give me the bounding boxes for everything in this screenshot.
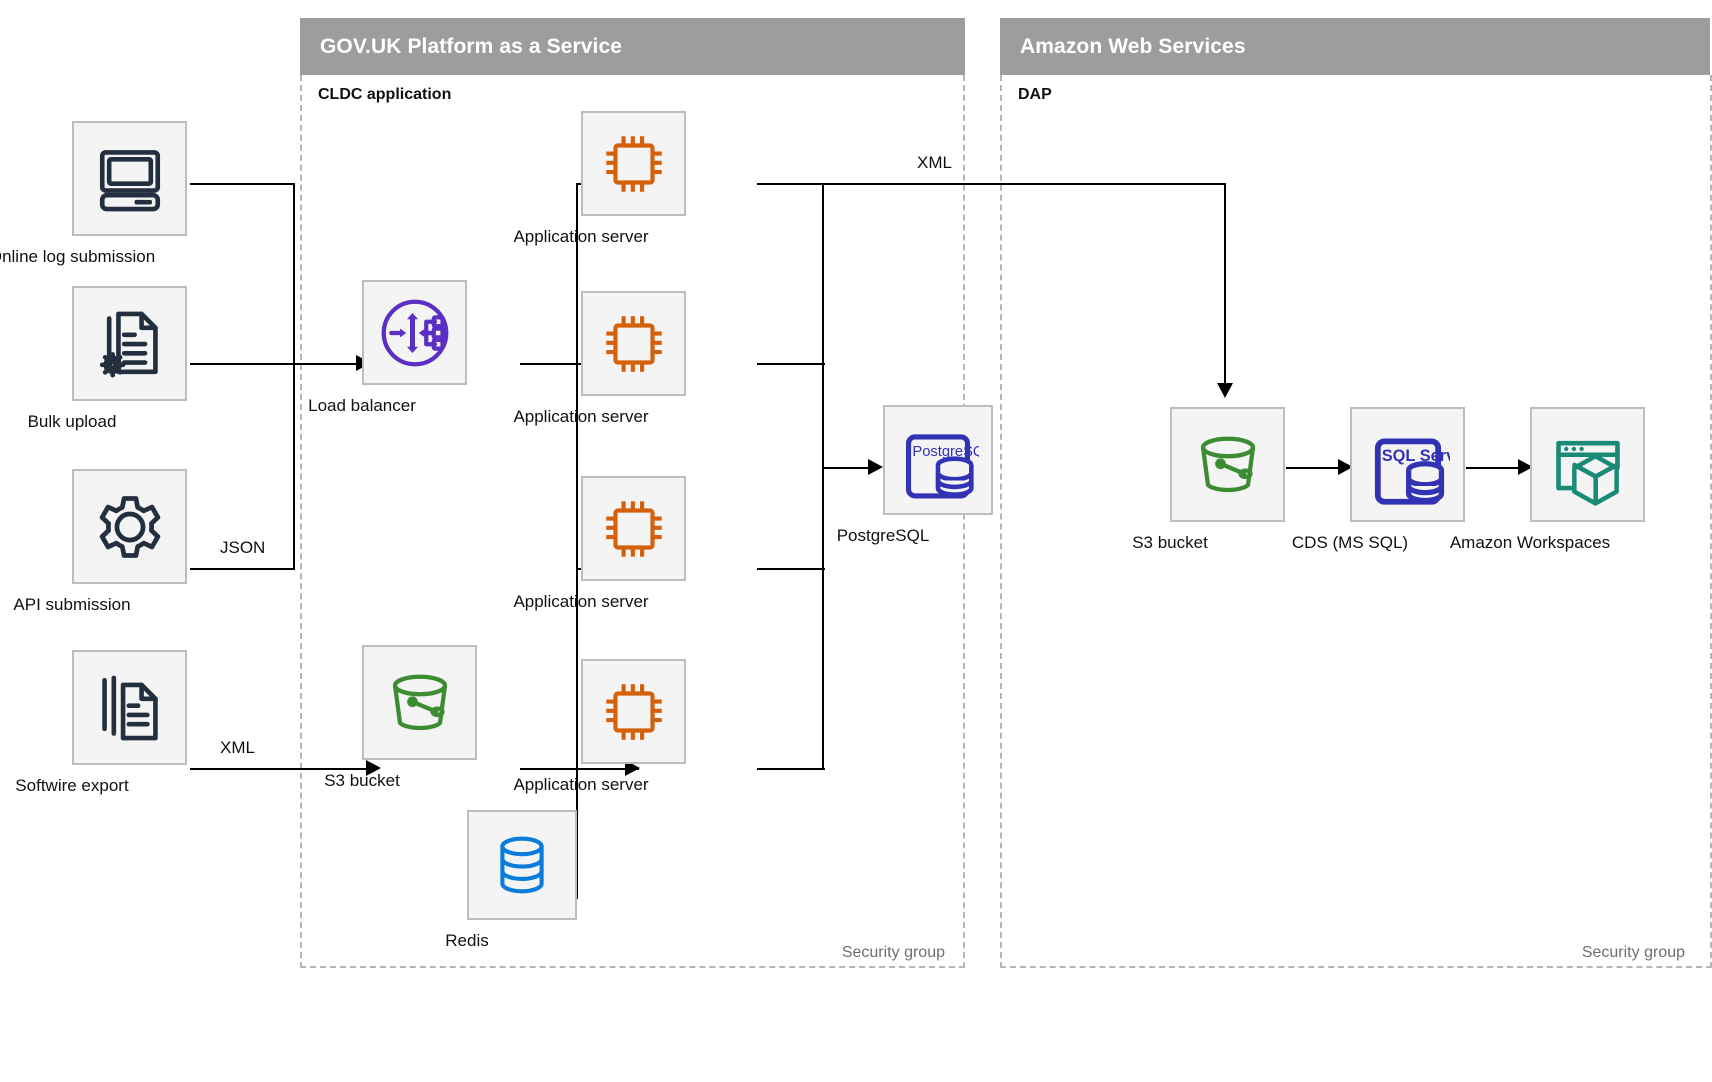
cpu-chip-icon <box>597 492 671 566</box>
group-body-aws <box>1000 75 1712 968</box>
group-body-paas <box>300 75 965 968</box>
group-sublabel-cldc: CLDC application <box>318 86 452 103</box>
arrow-into-paas-s3 <box>366 760 381 776</box>
node-label: Application server <box>513 775 649 794</box>
node-label: Online log submission <box>0 247 156 266</box>
edge-xml-to-aws-v <box>1224 183 1226 386</box>
node-label: Application server <box>513 592 649 611</box>
edge-lb-out <box>520 363 580 365</box>
group-header-aws: Amazon Web Services <box>1000 18 1710 75</box>
group-title-paas: GOV.UK Platform as a Service <box>320 34 622 58</box>
edge-app2-out <box>757 363 825 365</box>
node-tile: SQL Server <box>1350 407 1465 522</box>
desktop-computer-icon <box>93 142 167 216</box>
edge-xml-to-aws-h <box>757 183 1226 185</box>
cpu-chip-icon <box>597 307 671 381</box>
node-label: Load balancer <box>308 396 416 415</box>
edge-online-to-bus-v <box>293 183 295 363</box>
s3-bucket-icon <box>1188 425 1268 505</box>
node-tile <box>362 645 477 760</box>
node-label: S3 bucket <box>1132 533 1208 552</box>
node-label: PostgreSQL <box>836 526 930 545</box>
group-header-paas: GOV.UK Platform as a Service <box>300 18 965 75</box>
gear-icon <box>92 489 168 565</box>
security-group-label-paas: Security group <box>841 944 945 961</box>
edge-lb-bus-v <box>576 183 578 768</box>
node-tile <box>581 291 686 396</box>
edge-api-to-bus-v <box>293 363 295 570</box>
arrow-into-aws-s3 <box>1217 383 1233 398</box>
edge-paas-s3-to-app4 <box>520 768 580 770</box>
edge-app-collector-bus <box>822 183 824 768</box>
edge-softwire-to-s3 <box>190 768 370 770</box>
stacked-documents-icon <box>93 671 167 745</box>
svg-text:SQL Server: SQL Server <box>1381 447 1449 465</box>
node-tile <box>1170 407 1285 522</box>
edge-cds-to-workspaces <box>1466 467 1529 469</box>
edge-redis-to-bus <box>576 768 578 899</box>
edge-app3-out <box>757 568 825 570</box>
redis-database-icon <box>489 832 555 898</box>
load-balancer-icon <box>375 293 455 373</box>
arrow-into-cds <box>1338 459 1353 475</box>
security-group-label-aws: Security group <box>1581 944 1685 961</box>
node-tile <box>72 469 187 584</box>
node-tile <box>72 650 187 765</box>
postgresql-icon: PostgreSQL <box>897 419 979 501</box>
edge-label-json: JSON <box>215 538 271 558</box>
cpu-chip-icon <box>597 127 671 201</box>
arrow-into-app-server-4 <box>625 760 640 776</box>
sql-server-icon: SQL Server <box>1366 423 1450 507</box>
edge-online-to-bus-h <box>190 183 295 185</box>
node-tile <box>467 810 577 920</box>
edge-bulk-to-lb <box>190 363 356 365</box>
arrow-into-workspaces <box>1518 459 1533 475</box>
edge-bus-to-app4 <box>576 768 639 770</box>
node-tile <box>581 111 686 216</box>
node-tile <box>581 476 686 581</box>
node-tile <box>72 286 187 401</box>
node-label: Amazon Workspaces <box>1449 533 1611 552</box>
node-label: API submission <box>13 595 131 614</box>
amazon-workspaces-icon <box>1547 424 1629 506</box>
node-label: Bulk upload <box>27 412 117 431</box>
node-tile <box>1530 407 1645 522</box>
svg-text:PostgreSQL: PostgreSQL <box>912 444 979 460</box>
edge-label-xml-appserver: XML <box>912 153 957 173</box>
group-sublabel-dap: DAP <box>1018 86 1052 103</box>
arrow-into-postgresql <box>868 459 883 475</box>
node-label: Application server <box>513 227 649 246</box>
node-label: CDS (MS SQL) <box>1291 533 1409 552</box>
node-tile: PostgreSQL <box>883 405 993 515</box>
node-label: Redis <box>445 931 489 950</box>
edge-collector-to-postgres <box>822 467 880 469</box>
edge-api-to-bus-h <box>190 568 295 570</box>
node-label: S3 bucket <box>324 771 400 790</box>
node-tile <box>72 121 187 236</box>
node-label: Application server <box>513 407 649 426</box>
document-gear-icon <box>93 307 167 381</box>
edge-label-xml-softwire: XML <box>215 738 260 758</box>
group-title-aws: Amazon Web Services <box>1020 34 1246 58</box>
node-tile <box>362 280 467 385</box>
s3-bucket-icon <box>380 663 460 743</box>
node-tile <box>581 659 686 764</box>
cpu-chip-icon <box>597 675 671 749</box>
edge-aws-s3-to-cds <box>1286 467 1349 469</box>
node-label: Softwire export <box>15 776 129 795</box>
edge-app4-out <box>757 768 825 770</box>
